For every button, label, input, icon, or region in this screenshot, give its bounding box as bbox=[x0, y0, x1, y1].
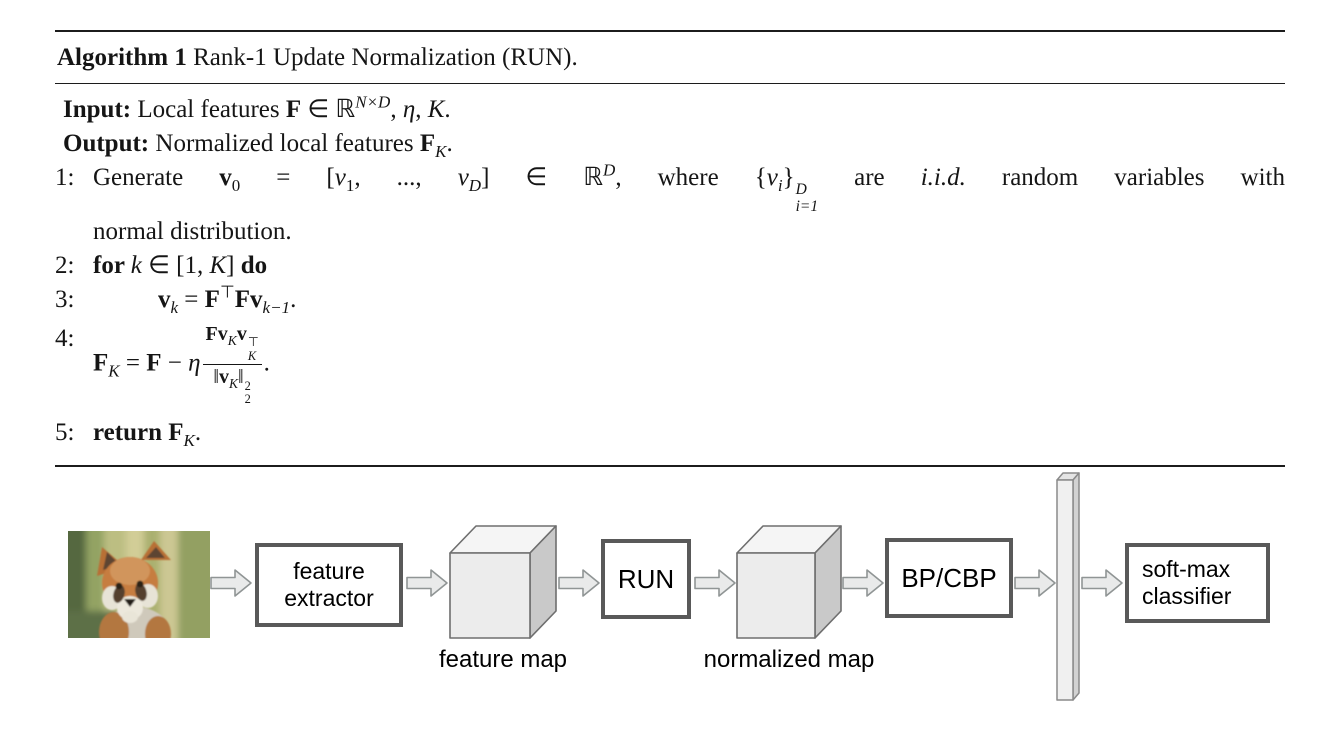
step-number: 5: bbox=[55, 418, 75, 446]
step-number: 4: bbox=[55, 324, 75, 352]
normalized-map-cube bbox=[736, 525, 842, 639]
flow-arrow-icon bbox=[1081, 569, 1123, 597]
algorithm-step-1: 1: Generate v0 = [v1, ..., vD] ∈ ℝD, whe… bbox=[55, 161, 1285, 215]
step-number: 3: bbox=[55, 285, 75, 313]
feature-map-cube bbox=[449, 525, 557, 639]
fox-photo bbox=[68, 531, 210, 638]
step-1-text: Generate v0 = [v1, ..., vD] ∈ ℝD, where … bbox=[93, 160, 1285, 215]
feature-map-label: feature map bbox=[438, 646, 568, 673]
flow-arrow-icon bbox=[1014, 569, 1056, 597]
flow-arrow-icon bbox=[842, 569, 884, 597]
step-number: 1: bbox=[55, 164, 75, 191]
flow-arrow-icon bbox=[558, 569, 600, 597]
input-line-text: Input: Local features F ∈ ℝN×D, η, K. bbox=[63, 92, 451, 123]
output-line-text: Output: Normalized local features FK. bbox=[63, 130, 453, 161]
feature-extractor-label-line2: extractor bbox=[284, 585, 374, 611]
run-label: RUN bbox=[617, 564, 675, 594]
algorithm-step-5: 5: return FK. bbox=[55, 416, 1285, 450]
pipeline-diagram bbox=[210, 472, 1123, 701]
algorithm-bottom-rule bbox=[55, 464, 1285, 467]
step-3-text: vk = F⊤Fvk−1. bbox=[158, 282, 297, 317]
feature-extractor-label-line1: feature bbox=[293, 558, 365, 584]
softmax-classifier-box: soft-max classifier bbox=[1125, 543, 1270, 623]
flow-arrow-icon bbox=[406, 569, 448, 597]
bp-cbp-label: BP/CBP bbox=[901, 563, 997, 593]
softmax-label-line1: soft-max bbox=[1142, 556, 1231, 582]
algorithm-input-line: Input: Local features F ∈ ℝN×D, η, K. bbox=[55, 93, 1285, 127]
algorithm-top-rule bbox=[55, 30, 1285, 32]
algorithm-output-line: Output: Normalized local features FK. bbox=[55, 127, 1285, 161]
feature-extractor-box: feature extractor bbox=[255, 543, 403, 627]
step-5-text: return FK. bbox=[93, 418, 202, 450]
step-number: 2: bbox=[55, 251, 75, 279]
bp-cbp-box: BP/CBP bbox=[885, 538, 1013, 618]
algorithm-body: Input: Local features F ∈ ℝN×D, η, K. Ou… bbox=[55, 84, 1285, 465]
algorithm-mid-rule bbox=[55, 83, 1285, 84]
flow-arrow-icon bbox=[210, 569, 252, 597]
run-box: RUN bbox=[601, 539, 691, 619]
algorithm-block: Algorithm 1 Rank-1 Update Normalization … bbox=[55, 30, 1285, 467]
algorithm-step-1-continuation: normal distribution. bbox=[55, 215, 1285, 249]
step-2-text: for k ∈ [1, K] do bbox=[93, 251, 268, 279]
algorithm-step-2: 2: for k ∈ [1, K] do bbox=[55, 249, 1285, 283]
feature-vector-bar bbox=[1056, 472, 1080, 701]
flow-arrow-icon bbox=[694, 569, 736, 597]
step-1-continuation-text: normal distribution. bbox=[93, 217, 292, 245]
normalized-map-label: normalized map bbox=[703, 646, 875, 673]
algorithm-title: Algorithm 1 Rank-1 Update Normalization … bbox=[57, 44, 578, 71]
softmax-label-line2: classifier bbox=[1142, 583, 1232, 609]
algorithm-step-3: 3: vk = F⊤Fvk−1. bbox=[55, 283, 1285, 317]
